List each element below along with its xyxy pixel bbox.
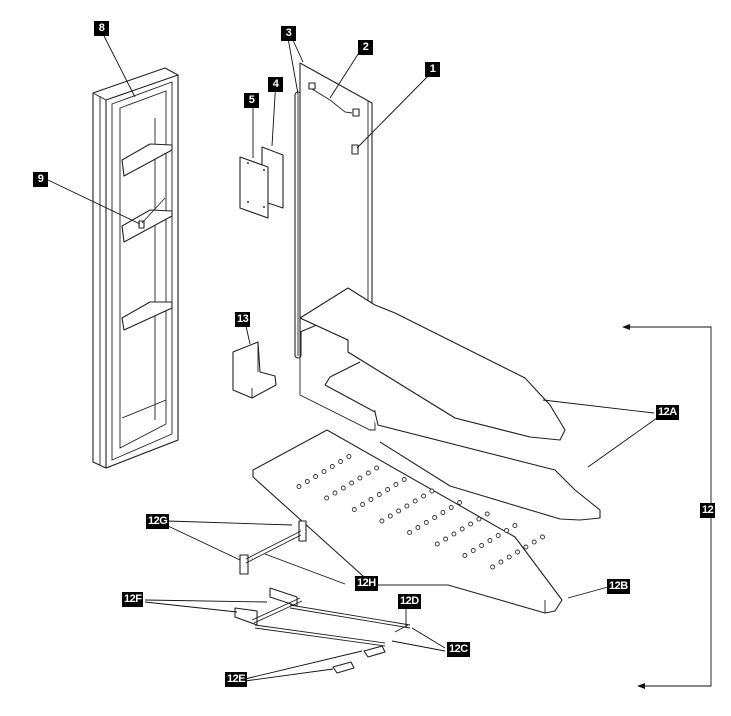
callout-12c: 12C xyxy=(447,642,470,657)
perforation-hole xyxy=(296,484,302,489)
perforation-hole xyxy=(457,500,463,505)
perforation-hole xyxy=(498,559,504,565)
callout-3: 3 xyxy=(281,26,296,41)
perforation-hole xyxy=(429,488,435,494)
perforation-hole xyxy=(412,498,418,504)
perforation-hole xyxy=(415,525,421,530)
iron-holder xyxy=(232,341,277,399)
perforation-hole xyxy=(401,477,407,482)
perforation-hole xyxy=(357,475,363,481)
perforation-hole xyxy=(374,465,380,471)
callout-1: 1 xyxy=(425,62,440,77)
callout-12h: 12H xyxy=(355,576,378,591)
perforation-hole xyxy=(479,543,485,548)
board-pad xyxy=(324,361,601,521)
perforation-hole xyxy=(434,541,440,547)
perforation-hole xyxy=(349,480,355,486)
perforation-hole xyxy=(324,495,330,501)
perforation-hole xyxy=(396,508,402,514)
perforation-hole xyxy=(531,539,537,545)
perforation-hole xyxy=(506,554,512,560)
callout-12e: 12E xyxy=(225,672,248,687)
callout-2: 2 xyxy=(358,40,373,55)
perforation-hole xyxy=(451,531,457,537)
support-assembly xyxy=(239,520,307,575)
perforated-board xyxy=(252,429,563,614)
perforation-hole xyxy=(495,533,501,538)
perforation-hole xyxy=(443,536,449,542)
callout-9: 9 xyxy=(33,172,48,187)
perforation-hole xyxy=(440,510,446,515)
callout-13: 13 xyxy=(235,312,251,327)
perforation-hole xyxy=(321,469,327,474)
perforation-hole xyxy=(512,523,518,528)
callout-12b: 12B xyxy=(607,579,630,594)
callout-12g: 12G xyxy=(146,514,170,529)
perforation-hole xyxy=(476,516,482,522)
perforation-hole xyxy=(423,520,429,525)
perforation-hole xyxy=(468,521,474,527)
perforation-hole xyxy=(490,564,496,570)
perforation-hole xyxy=(340,485,346,491)
perforation-hole xyxy=(515,549,520,555)
perforation-hole xyxy=(487,538,493,543)
perforation-hole xyxy=(404,503,410,509)
perforation-hole xyxy=(360,502,366,507)
perforation-hole xyxy=(368,497,374,502)
perforation-hole xyxy=(365,470,371,476)
perforation-hole xyxy=(432,515,438,520)
board-cover xyxy=(299,287,566,441)
perforation-hole xyxy=(421,493,427,499)
rail-clips xyxy=(332,645,386,674)
perforation-hole xyxy=(351,507,357,512)
perforation-hole xyxy=(376,492,382,497)
cabinet-frame xyxy=(92,67,179,469)
perforation-hole xyxy=(313,474,319,479)
perforation-hole xyxy=(387,513,393,519)
perforation-hole xyxy=(379,518,385,524)
perforation-hole xyxy=(329,464,335,469)
perforation-hole xyxy=(523,544,529,550)
perforation-hole xyxy=(407,530,413,535)
callout-12a: 12A xyxy=(656,405,679,420)
callout-12d: 12D xyxy=(398,594,421,609)
back-panel xyxy=(299,62,376,431)
perforation-hole xyxy=(459,526,465,532)
perforation-hole xyxy=(338,459,344,464)
callout-12f: 12F xyxy=(122,592,144,607)
perforation-hole xyxy=(448,505,454,510)
perforation-hole xyxy=(484,511,490,517)
perforation-hole xyxy=(540,534,545,540)
perforation-hole xyxy=(385,487,391,492)
callout-5: 5 xyxy=(244,93,259,108)
perforation-hole xyxy=(393,482,399,487)
perforation-hole xyxy=(504,528,509,533)
perforation-hole xyxy=(304,479,310,484)
mounting-plates xyxy=(239,146,284,219)
callout-8: 8 xyxy=(94,21,109,36)
rail-assembly xyxy=(234,587,411,647)
shelf-clip xyxy=(138,197,166,229)
callout-4: 4 xyxy=(268,77,283,92)
perforation-hole xyxy=(462,553,468,558)
perforation-hole xyxy=(470,548,476,553)
perforation-hole xyxy=(332,490,338,496)
callout-12: 12 xyxy=(700,503,716,518)
perforation-hole xyxy=(346,454,352,459)
